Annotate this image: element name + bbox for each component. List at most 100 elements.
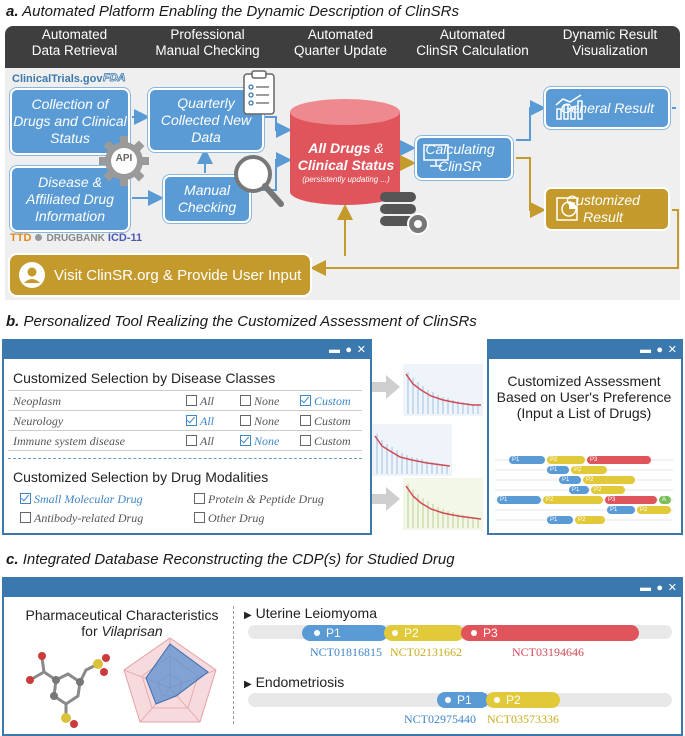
maximize-button[interactable]: ● [345,344,352,356]
pie-chart-icon [556,197,578,221]
table-row: Neurology All None Custom [13,414,351,429]
mini-chart-1 [403,364,483,416]
user-icon [19,262,45,288]
option-all[interactable]: All [186,414,214,429]
molecule-structure [26,652,110,728]
modality-other[interactable]: Other Drug [194,511,264,526]
gantt-bar: P2 [543,496,603,504]
user-input-button[interactable]: Visit ClinSR.org & Provide User Input [8,253,312,297]
disease-1-p1-bar[interactable]: P1 [302,625,388,641]
api-label: API [115,153,133,164]
monitor-icon [423,144,449,167]
platform-header-bar [5,26,680,68]
close-button[interactable]: ✕ [667,582,677,594]
cdp-window-titlebar: ▬ ● ✕ [4,579,681,597]
nct-03194646[interactable]: NCT03194646 [512,645,584,659]
selection-window-titlebar: ▬ ● ✕ [4,341,370,359]
icd-logo: ICD-11 [107,232,143,244]
gantt-bar: P3 [605,496,657,504]
maximize-button[interactable]: ● [656,582,663,594]
option-none[interactable]: None [240,394,279,409]
clipboard-icon [243,70,275,115]
gantt-bar: P2 [591,486,625,494]
gantt-bar: P2 [575,516,605,524]
customized-result-box: Customized Result [544,187,670,231]
database-title: All Drugs & Clinical Status [297,140,395,173]
gantt-bar: P2 [571,466,607,474]
gantt-bar: P1 [559,476,581,484]
minimize-button[interactable]: ▬ [640,582,651,594]
gantt-bar: P3 [587,456,651,464]
server-gear-icon [380,192,429,235]
fda-logo: FDA [103,72,126,85]
option-custom[interactable]: Custom [300,434,351,449]
disease-1-p3-bar[interactable]: P3 [461,625,639,641]
pharma-title: Pharmaceutical Characteristics for Vilap… [25,607,219,639]
drugbank-logo: DRUGBANK [46,233,105,244]
section-divider [8,458,362,459]
gantt-bar: P1 [547,466,569,474]
assessment-gantt: P1 P2 P3 P1 P2 P1 P2 P1 P2 P1 P2 P3 A P1… [495,455,673,525]
gantt-bar: A [659,496,671,504]
disease-2-label: ▶ Endometriosis [244,674,345,690]
gantt-bar: P1 [509,456,545,464]
disease-1-label: ▶ Uterine Leiomyoma [244,605,377,621]
gantt-bar: P1 [547,516,573,524]
option-none[interactable]: None [240,434,279,449]
modality-small-molecule[interactable]: Small Molecular Drug [20,492,143,507]
maximize-button[interactable]: ● [656,344,663,356]
clinicaltrials-logo: ClinicalTrials.gov [12,73,103,85]
gantt-bar: P2 [637,506,671,514]
modality-selection-heading: Customized Selection by Drug Modalities [13,469,269,485]
modality-antibody[interactable]: Antibody-related Drug [20,511,143,526]
magnifier-icon [234,155,284,207]
option-all[interactable]: All [186,394,214,409]
drugbank-dot-icon [35,234,43,241]
table-row: Neoplasm All None Custom [13,394,351,409]
minimize-button[interactable]: ▬ [329,344,340,356]
nct-02131662[interactable]: NCT02131662 [390,645,462,659]
option-all[interactable]: All [186,434,214,449]
panel-c-divider [233,606,234,724]
close-button[interactable]: ✕ [356,344,366,356]
minimize-button[interactable]: ▬ [640,344,651,356]
gantt-bar: P2 [583,476,635,484]
close-button[interactable]: ✕ [667,344,677,356]
selection-window: ▬ ● ✕ [2,339,372,535]
option-custom[interactable]: Custom [300,414,351,429]
mini-chart-3 [403,478,483,530]
assessment-title: Customized Assessment Based on User's Pr… [496,373,672,421]
disease-2-p2-bar[interactable]: P2 [486,692,560,708]
quarterly-box: Quarterly Collected New Data [148,88,264,152]
nct-03573336[interactable]: NCT03573336 [487,712,559,726]
radar-chart [123,637,217,723]
disease-2-p1-bar[interactable]: P1 [437,692,489,708]
gantt-bar: P1 [497,496,541,504]
database-cylinder [290,99,400,205]
section-b-title: b. Personalized Tool Realizing the Custo… [6,313,477,330]
table-row: Immune system disease All None Custom [13,434,351,449]
disease-1-p2-bar[interactable]: P2 [384,625,464,641]
disease-selection-heading: Customized Selection by Disease Classes [13,370,276,386]
nct-01816815[interactable]: NCT01816815 [310,645,382,659]
disease-table: Neoplasm All None Custom Neurology All N… [8,390,362,451]
bar-chart-icon [555,94,583,120]
nct-02975440[interactable]: NCT02975440 [404,712,476,726]
gantt-bar: P1 [607,506,635,514]
section-c-title: c. Integrated Database Reconstructing th… [6,551,455,568]
source-logos: TTD DRUGBANK ICD-11 [10,232,142,244]
general-result-box: General Result [544,87,670,129]
option-custom[interactable]: Custom [300,394,351,409]
gantt-bar: P2 [547,456,585,464]
modality-protein-peptide[interactable]: Protein & Peptide Drug [194,492,324,507]
option-none[interactable]: None [240,414,279,429]
mini-chart-2 [372,424,452,476]
assessment-window-titlebar: ▬ ● ✕ [489,341,681,359]
cdp-window: ▬ ● ✕ [2,577,683,736]
api-gear-icon [99,136,149,186]
